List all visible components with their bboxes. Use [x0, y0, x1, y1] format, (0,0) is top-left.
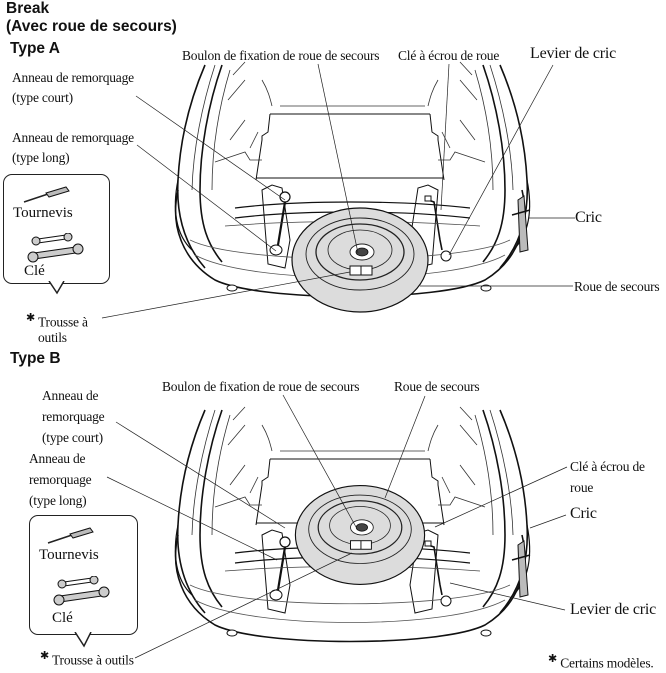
- type-a-label-tow-hook-short-line1: Anneau de remorquage: [12, 70, 134, 85]
- type-a-kit-pointer: [48, 281, 65, 295]
- wrench-icon: [53, 576, 110, 606]
- type-b-label-tow-hook-short-line1: Anneau de: [42, 388, 99, 403]
- footnote: ✱ Certains modèles.: [548, 652, 654, 671]
- type-b-label-tow-hook-long-line2: remorquage: [29, 472, 92, 487]
- type-b-label-lug-wrench-line2: roue: [570, 480, 594, 495]
- section-title: Break: [6, 0, 50, 17]
- type-a-label-lug-wrench: Clé à écrou de roue: [398, 48, 500, 63]
- type-a-label-tool-kit-line2: outils: [38, 330, 67, 345]
- type-b-label-jack: Cric: [570, 505, 597, 522]
- type-a-label-tow-hook-long-line1: Anneau de remorquage: [12, 130, 134, 145]
- type-a-label-jack: Cric: [575, 209, 602, 226]
- type-b-leader-lines: [106, 394, 568, 659]
- type-b-tool-wrench-label: Clé: [52, 610, 73, 626]
- type-a-tool-wrench-label: Clé: [24, 263, 45, 279]
- screwdriver-icon: [23, 186, 70, 203]
- type-b-label-tool-kit: ✱ Trousse à outils: [40, 649, 134, 668]
- type-b-label-tow-hook-short-line2: remorquage: [42, 409, 105, 424]
- type-a-label-spare-tire: Roue de secours: [574, 279, 660, 294]
- section-subtitle: (Avec roue de secours): [6, 18, 177, 35]
- type-b-label-lug-wrench-line1: Clé à écrou de: [570, 459, 645, 474]
- type-a-label-tow-hook-long-line2: (type long): [12, 150, 70, 165]
- wrench-icon: [27, 233, 84, 263]
- type-b-label-tow-hook-long-line3: (type long): [29, 493, 87, 508]
- type-b-label-jack-handle: Levier de cric: [570, 601, 657, 618]
- type-b-tool-screwdriver-label: Tournevis: [39, 547, 99, 563]
- type-b-kit-pointer: [74, 632, 92, 648]
- type-a-label-tool-kit-line1: ✱ Trousse à: [26, 311, 88, 330]
- screwdriver-icon: [47, 527, 94, 544]
- type-a-label-spare-bolt: Boulon de fixation de roue de secours: [182, 48, 380, 63]
- type-a-tool-kit-box: Tournevis Clé: [3, 174, 110, 284]
- type-a-tool-screwdriver-label: Tournevis: [13, 205, 73, 221]
- type-b-label-spare-bolt: Boulon de fixation de roue de secours: [162, 379, 360, 394]
- type-a-leader-lines: [101, 63, 575, 319]
- type-b-label-tow-hook-short-line3: (type court): [42, 430, 103, 445]
- type-a-heading: Type A: [10, 40, 60, 57]
- type-a-label-jack-handle: Levier de cric: [530, 45, 617, 62]
- type-b-label-tow-hook-long-line1: Anneau de: [29, 451, 86, 466]
- type-b-heading: Type B: [10, 350, 61, 367]
- type-a-label-tow-hook-short-line2: (type court): [12, 90, 73, 105]
- type-b-label-spare-tire: Roue de secours: [394, 379, 480, 394]
- type-b-tool-kit-box: Tournevis Clé: [29, 515, 138, 635]
